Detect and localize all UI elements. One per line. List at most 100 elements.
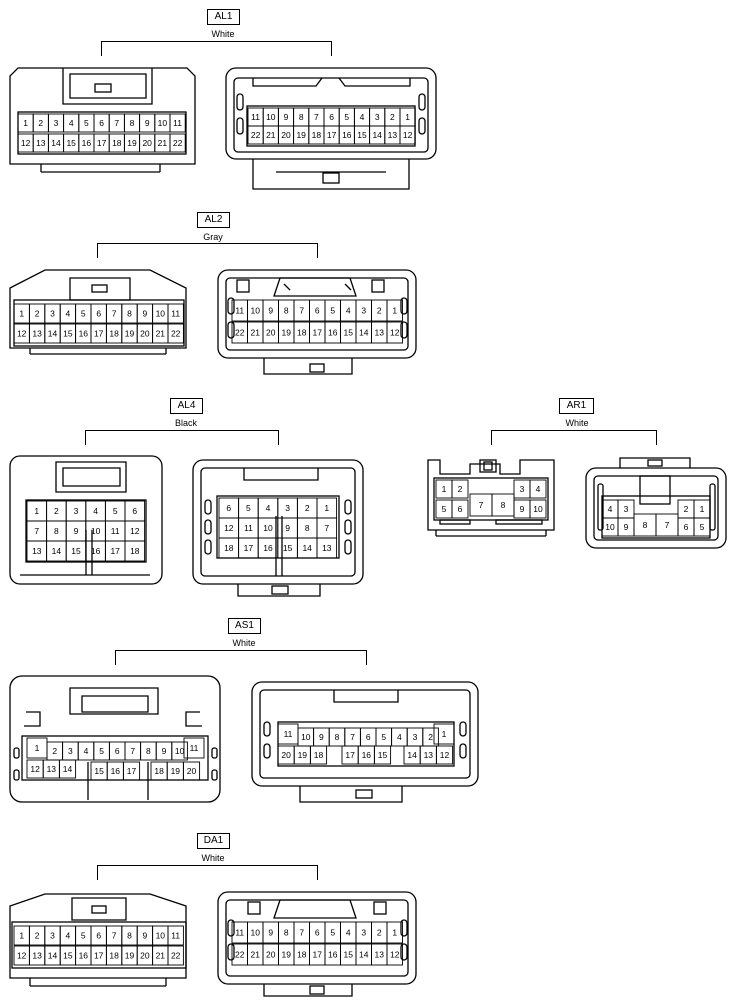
as1-male-pin-9: 9 bbox=[313, 727, 330, 747]
connector-code-al4: AL4 bbox=[170, 398, 203, 414]
pin-number: 1 bbox=[405, 112, 410, 122]
pin-number: 6 bbox=[99, 118, 104, 128]
as1-female-pin-18: 18 bbox=[150, 761, 168, 781]
pin-number: 3 bbox=[361, 306, 366, 316]
pin-number: 16 bbox=[328, 328, 338, 338]
al4-female-pin-11: 11 bbox=[104, 520, 126, 542]
al1-female-pin-1: 1 bbox=[17, 113, 34, 133]
pin-number: 20 bbox=[266, 328, 276, 338]
da1-female-pin-4: 4 bbox=[59, 925, 77, 946]
al2-male-pin-13: 13 bbox=[371, 321, 388, 344]
al2-male-pin-16: 16 bbox=[324, 321, 341, 344]
pin-number: 7 bbox=[114, 118, 119, 128]
pin-number: 12 bbox=[17, 951, 27, 961]
pin-number: 19 bbox=[125, 951, 135, 961]
pin-number: 14 bbox=[359, 328, 369, 338]
pin-number: 11 bbox=[244, 523, 253, 533]
al4-female-pin-7: 7 bbox=[26, 520, 48, 542]
as1-female-pin-16: 16 bbox=[106, 761, 124, 781]
al1-male-pin-10: 10 bbox=[262, 107, 279, 127]
al4-female-pin-14: 14 bbox=[46, 540, 67, 562]
al4-female-pin-10: 10 bbox=[85, 520, 106, 542]
da1-male-pin-1: 1 bbox=[386, 921, 403, 944]
as1-female-pin-14: 14 bbox=[58, 759, 77, 779]
pin-number: 13 bbox=[47, 764, 57, 774]
connector-al4-male-housing bbox=[192, 459, 364, 597]
pin-number: 5 bbox=[330, 306, 335, 316]
pin-number: 6 bbox=[315, 306, 320, 316]
pin-number: 14 bbox=[52, 546, 62, 556]
al1-female-pin-19: 19 bbox=[123, 133, 141, 153]
ar1-male-pin-4: 4 bbox=[601, 499, 619, 519]
as1-female-pin-1: 1 bbox=[26, 737, 48, 759]
pin-number: 1 bbox=[324, 503, 329, 513]
pin-number: 4 bbox=[66, 931, 71, 941]
al4-female-pin-18: 18 bbox=[124, 540, 146, 562]
al2-male-pin-10: 10 bbox=[247, 299, 264, 322]
pin-number: 15 bbox=[344, 328, 354, 338]
al2-female-pin-5: 5 bbox=[75, 303, 92, 324]
as1-male-pin-4: 4 bbox=[391, 727, 408, 747]
pin-number: 4 bbox=[69, 118, 74, 128]
pin-number: 10 bbox=[175, 746, 185, 756]
al2-female-pin-22: 22 bbox=[167, 323, 184, 344]
pin-number: 12 bbox=[17, 329, 27, 339]
al4-male-pin-6: 6 bbox=[218, 497, 240, 519]
pin-number: 8 bbox=[284, 306, 289, 316]
pin-number: 13 bbox=[32, 951, 42, 961]
pin-number: 4 bbox=[608, 504, 613, 514]
ar1-male-pin-8: 8 bbox=[633, 513, 657, 537]
da1-female-pin-11: 11 bbox=[167, 925, 184, 946]
da1-female-pin-12: 12 bbox=[13, 945, 30, 966]
ar1-male-pin-3: 3 bbox=[617, 499, 635, 519]
as1-female-pin-4: 4 bbox=[77, 741, 95, 761]
pin-number: 8 bbox=[130, 118, 135, 128]
connector-bracket-as1 bbox=[115, 650, 367, 665]
al2-male-pin-17: 17 bbox=[309, 321, 326, 344]
da1-male-pin-18: 18 bbox=[293, 943, 310, 966]
pin-number: 3 bbox=[50, 931, 55, 941]
pin-number: 4 bbox=[346, 928, 351, 938]
connector-color-ar1: White bbox=[565, 418, 589, 428]
pin-number: 5 bbox=[381, 732, 386, 742]
da1-male-pin-13: 13 bbox=[371, 943, 388, 966]
al2-female-pin-20: 20 bbox=[136, 323, 154, 344]
pin-number: 4 bbox=[93, 506, 98, 516]
pin-number: 16 bbox=[111, 766, 121, 776]
pin-number: 11 bbox=[235, 928, 244, 938]
pin-number: 16 bbox=[79, 951, 89, 961]
connector-as1-male-housing bbox=[251, 681, 479, 803]
pin-number: 7 bbox=[314, 112, 319, 122]
as1-female-pin-7: 7 bbox=[124, 741, 142, 761]
pin-number: 5 bbox=[81, 931, 86, 941]
pin-number: 5 bbox=[246, 503, 251, 513]
pin-number: 1 bbox=[23, 118, 28, 128]
pin-number: 6 bbox=[315, 928, 320, 938]
al2-female-pin-15: 15 bbox=[59, 323, 77, 344]
da1-male-pin-17: 17 bbox=[309, 943, 326, 966]
da1-male-pin-6: 6 bbox=[309, 921, 326, 944]
pin-number: 8 bbox=[284, 928, 289, 938]
pin-number: 2 bbox=[52, 746, 57, 756]
pin-number: 16 bbox=[263, 543, 273, 553]
al2-female-pin-3: 3 bbox=[44, 303, 61, 324]
pin-number: 6 bbox=[96, 309, 101, 319]
pin-number: 10 bbox=[266, 112, 276, 122]
pin-number: 10 bbox=[158, 118, 168, 128]
pin-number: 5 bbox=[442, 504, 447, 514]
al4-male-pin-18: 18 bbox=[218, 537, 240, 559]
ar1-female-pin-1: 1 bbox=[435, 479, 453, 499]
pin-number: 15 bbox=[94, 766, 104, 776]
ar1-female-pin-4: 4 bbox=[529, 479, 547, 499]
pin-number: 5 bbox=[81, 309, 86, 319]
al4-female-pin-13: 13 bbox=[26, 540, 48, 562]
pin-number: 13 bbox=[424, 750, 434, 760]
connector-code-al1: AL1 bbox=[207, 9, 240, 25]
al1-female-pin-22: 22 bbox=[169, 133, 186, 153]
pin-number: 18 bbox=[130, 546, 140, 556]
da1-female-pin-16: 16 bbox=[75, 945, 92, 966]
al2-female-pin-9: 9 bbox=[136, 303, 154, 324]
pin-number: 1 bbox=[35, 743, 40, 753]
al2-female-pin-18: 18 bbox=[105, 323, 123, 344]
al2-male-pin-20: 20 bbox=[262, 321, 279, 344]
